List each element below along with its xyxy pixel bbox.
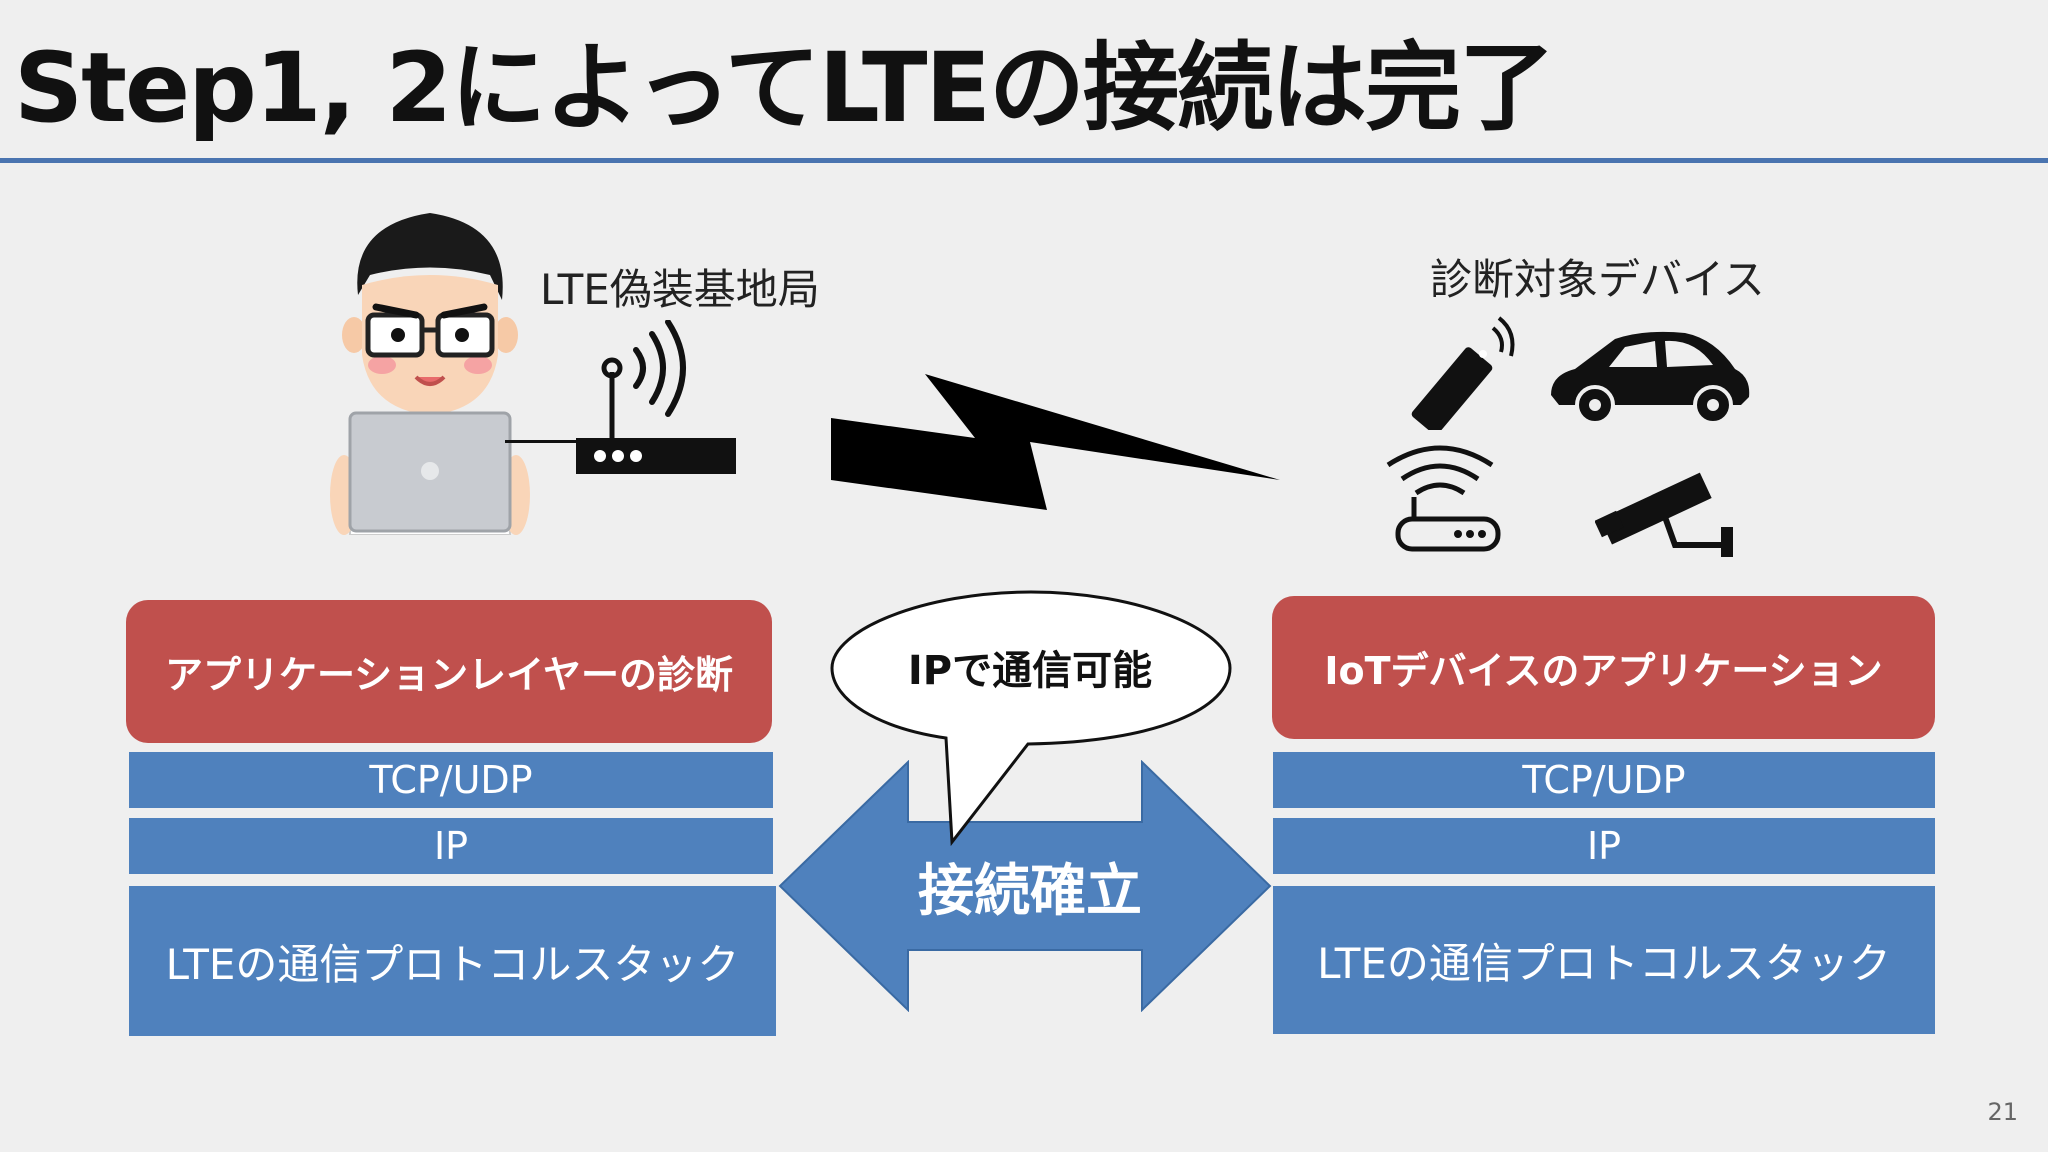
device-label: 診断対象デバイス [1430,255,1765,304]
engineer-illustration [330,213,530,535]
wifi-router-icon [1386,445,1501,552]
remote-icon [1411,316,1515,430]
right-app-layer: IoTデバイスのアプリケーション [1272,596,1935,739]
speech-bubble-shape [830,590,1232,847]
right-ip-layer: IP [1273,818,1935,874]
page-title: Step1, 2によってLTEの接続は完了 [14,32,1555,144]
page-number: 21 [1987,1098,2018,1126]
double-arrow-shape [778,760,1272,1012]
left-tcp-layer: TCP/UDP [129,752,773,808]
ip-communication-label: IPで通信可能 [907,648,1153,694]
base-station-icon [576,320,736,474]
base-station-label: LTE偽装基地局 [540,265,820,314]
cable-line [505,440,577,443]
connection-established-label: 接続確立 [918,858,1142,924]
car-icon [1551,331,1750,425]
right-tcp-layer: TCP/UDP [1273,752,1935,808]
lightning-bolt-icon [831,374,1280,510]
left-ip-layer: IP [129,818,773,874]
title-rule [0,158,2048,163]
left-lte-layer: LTEの通信プロトコルスタック [129,886,776,1036]
right-lte-layer: LTEの通信プロトコルスタック [1273,886,1935,1034]
left-app-layer: アプリケーションレイヤーの診断 [126,600,772,743]
security-camera-icon [1595,472,1733,557]
